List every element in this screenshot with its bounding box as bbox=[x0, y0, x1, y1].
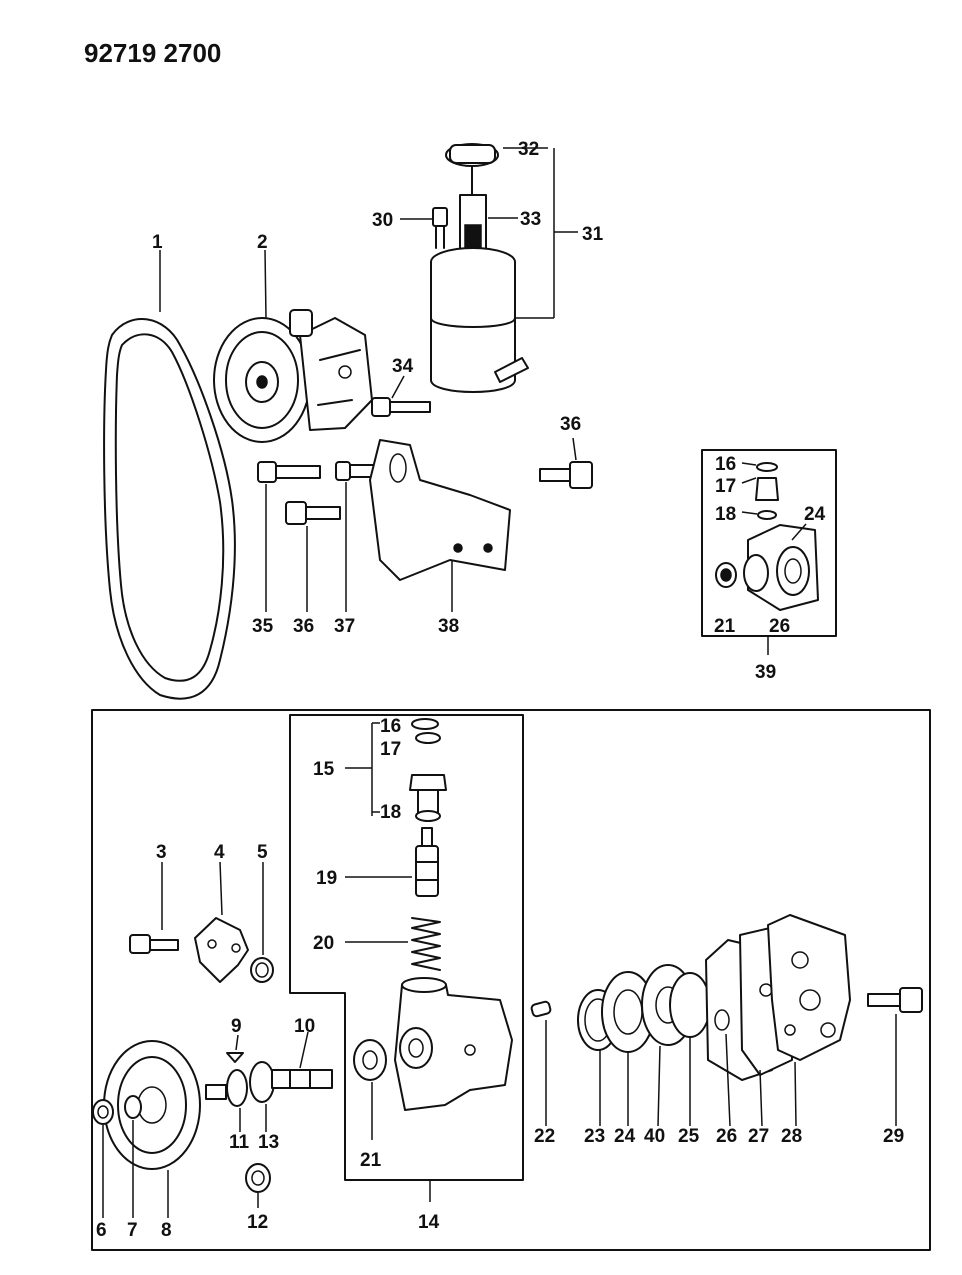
stud-37 bbox=[335, 461, 375, 481]
key-9 bbox=[226, 1052, 244, 1063]
pump-internal-box bbox=[91, 709, 931, 1251]
callout-5: 5 bbox=[257, 842, 268, 863]
callout-29: 29 bbox=[883, 1126, 904, 1147]
bolt-36-lower bbox=[285, 501, 341, 525]
pulley-8 bbox=[103, 1040, 201, 1170]
pump-body-14 bbox=[394, 977, 513, 1111]
callout-3: 3 bbox=[156, 842, 167, 863]
rotor-assembly bbox=[577, 964, 711, 1053]
callout-34: 34 bbox=[392, 356, 414, 377]
callout-40: 40 bbox=[644, 1126, 665, 1147]
callout-7: 7 bbox=[127, 1220, 138, 1241]
spring-20 bbox=[411, 917, 441, 971]
drive-belt-1 bbox=[103, 318, 236, 700]
oil-seal-21 bbox=[353, 1039, 387, 1081]
fitting-3 bbox=[129, 934, 179, 954]
callout-11: 11 bbox=[229, 1132, 250, 1153]
callout-39: 39 bbox=[755, 662, 776, 683]
callout-19: 19 bbox=[316, 868, 337, 889]
kit-box-39 bbox=[701, 449, 837, 637]
callout-24-box39: 24 bbox=[804, 504, 826, 525]
callout-16-box39: 16 bbox=[715, 454, 736, 475]
bracket-plate-4 bbox=[194, 917, 249, 983]
washer-7 bbox=[124, 1095, 142, 1119]
callout-30: 30 bbox=[372, 210, 393, 231]
callout-18-box39: 18 bbox=[715, 504, 736, 525]
pump-body-subbox-14 bbox=[289, 714, 524, 1181]
bolt-29 bbox=[867, 987, 923, 1013]
callout-38: 38 bbox=[438, 616, 459, 637]
callout-9: 9 bbox=[231, 1016, 242, 1037]
callout-26: 26 bbox=[716, 1126, 737, 1147]
callout-27: 27 bbox=[748, 1126, 769, 1147]
callout-10: 10 bbox=[294, 1016, 315, 1037]
callout-4: 4 bbox=[214, 842, 225, 863]
callout-23: 23 bbox=[584, 1126, 605, 1147]
diagram-code: 92719 2700 bbox=[84, 38, 221, 68]
callout-32: 32 bbox=[518, 139, 539, 160]
callout-21-box39: 21 bbox=[714, 616, 736, 637]
callout-36: 36 bbox=[293, 616, 314, 637]
callout-24: 24 bbox=[614, 1126, 636, 1147]
callout-13: 13 bbox=[258, 1132, 279, 1153]
kit-39-parts bbox=[715, 462, 819, 611]
callout-labels: 1 2 32 30 33 31 34 36 35 36 37 38 16 17 … bbox=[96, 139, 904, 1241]
bolt-34 bbox=[371, 397, 431, 417]
pin-22 bbox=[530, 1000, 552, 1018]
callout-36-top: 36 bbox=[560, 414, 581, 435]
callout-26-box39: 26 bbox=[769, 616, 790, 637]
o-ring-5 bbox=[250, 957, 274, 983]
bolt-35 bbox=[257, 461, 321, 483]
callout-2: 2 bbox=[257, 232, 268, 253]
callout-15: 15 bbox=[313, 759, 335, 780]
callout-18: 18 bbox=[380, 802, 401, 823]
callout-17: 17 bbox=[380, 739, 401, 760]
callout-25: 25 bbox=[678, 1126, 700, 1147]
callout-12: 12 bbox=[247, 1212, 268, 1233]
callout-20: 20 bbox=[313, 933, 334, 954]
thrust-washer-12 bbox=[245, 1163, 271, 1193]
flow-control-valve-19 bbox=[415, 827, 439, 897]
rear-cover-28 bbox=[767, 914, 851, 1061]
callout-31: 31 bbox=[582, 224, 604, 245]
callout-6: 6 bbox=[96, 1220, 107, 1241]
callout-21: 21 bbox=[360, 1150, 382, 1171]
bolt-36-upper bbox=[539, 461, 593, 489]
power-steering-pump-2 bbox=[213, 309, 373, 443]
mounting-bracket-38 bbox=[369, 439, 511, 581]
callout-14: 14 bbox=[418, 1212, 440, 1233]
callout-17-box39: 17 bbox=[715, 476, 736, 497]
callout-1: 1 bbox=[152, 232, 163, 253]
callout-35: 35 bbox=[252, 616, 274, 637]
valve-assembly-15 bbox=[409, 718, 447, 822]
reservoir-assembly-31 bbox=[430, 143, 529, 393]
callout-8: 8 bbox=[161, 1220, 172, 1241]
callout-37: 37 bbox=[334, 616, 355, 637]
callout-22: 22 bbox=[534, 1126, 555, 1147]
shaft-10 bbox=[205, 1061, 333, 1107]
nut-6 bbox=[92, 1099, 114, 1125]
callout-28: 28 bbox=[781, 1126, 802, 1147]
callout-33: 33 bbox=[520, 209, 541, 230]
callout-16: 16 bbox=[380, 716, 401, 737]
